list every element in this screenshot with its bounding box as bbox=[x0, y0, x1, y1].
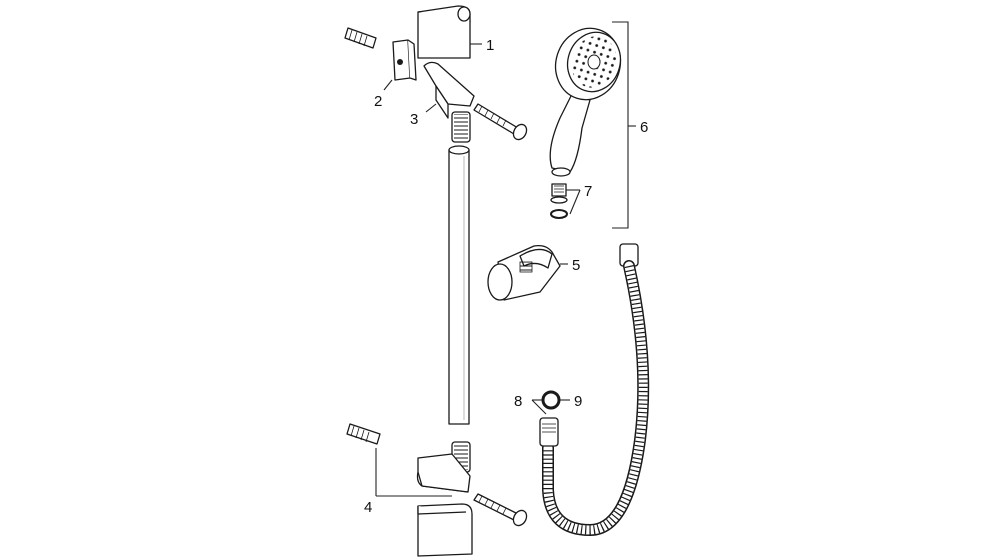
shower-rail bbox=[448, 145, 470, 425]
flow-restrictor bbox=[550, 183, 568, 219]
hand-shower bbox=[549, 27, 622, 177]
callout-4: 4 bbox=[364, 499, 372, 516]
callout-7: 7 bbox=[584, 183, 592, 200]
lower-rail-bracket bbox=[416, 441, 471, 493]
leader-lines bbox=[375, 21, 636, 497]
callout-1: 1 bbox=[486, 37, 494, 54]
top-cover-cap bbox=[417, 5, 471, 59]
callout-8: 8 bbox=[514, 393, 522, 410]
mounting-plate bbox=[392, 39, 417, 81]
lower-screw bbox=[473, 493, 528, 527]
callout-2: 2 bbox=[374, 93, 382, 110]
wall-plug-top bbox=[344, 27, 377, 49]
shower-hose bbox=[539, 243, 650, 537]
callout-3: 3 bbox=[410, 111, 418, 128]
callout-5: 5 bbox=[572, 257, 580, 274]
bottom-cover-cap bbox=[417, 503, 473, 557]
upper-rail-bracket bbox=[423, 61, 475, 143]
callout-9: 9 bbox=[574, 393, 582, 410]
upper-screw bbox=[473, 103, 528, 141]
shower-holder bbox=[487, 244, 561, 301]
hose-washer bbox=[541, 390, 561, 410]
wall-plug-bottom bbox=[346, 423, 381, 445]
callout-6: 6 bbox=[640, 119, 648, 136]
